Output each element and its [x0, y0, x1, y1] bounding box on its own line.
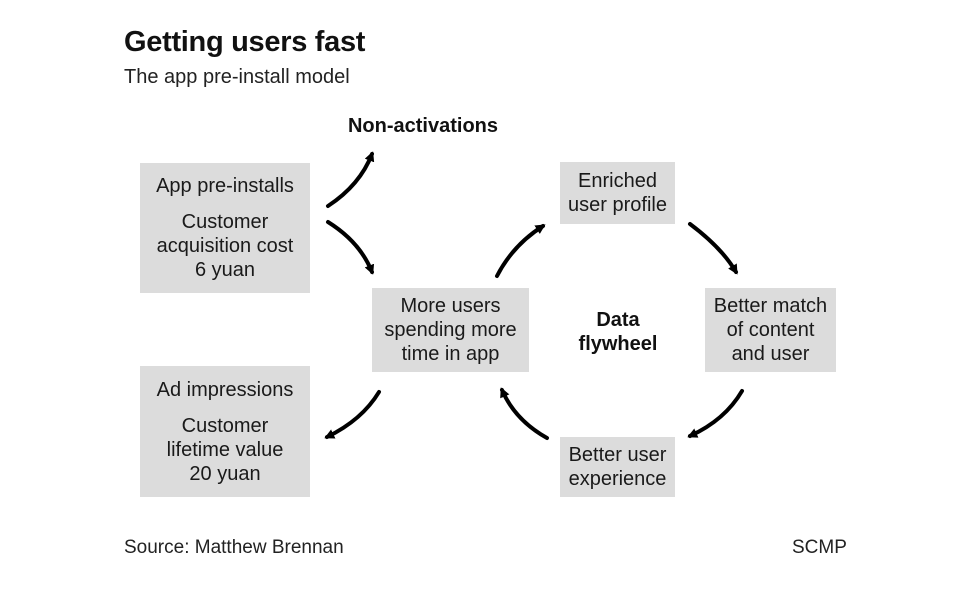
source-note: Source: Matthew Brennan: [124, 537, 344, 558]
more-users-box: More users spending more time in app: [372, 288, 529, 372]
arrow-to-more-users-from-experience: [500, 387, 549, 440]
arrow-to-enriched-profile: [495, 224, 546, 278]
lifetime-value-text: Customer lifetime value 20 yuan: [166, 414, 284, 485]
enriched-profile-text: Enriched user profile: [568, 170, 667, 216]
better-match-box: Better match of content and user: [705, 288, 836, 372]
better-experience-box: Better user experience: [560, 437, 675, 497]
data-flywheel-label: Data flywheel: [578, 309, 658, 355]
arrow-to-ad-impressions: [324, 390, 381, 439]
chart-subtitle: The app pre-install model: [124, 66, 350, 88]
publisher-credit: SCMP: [792, 537, 847, 558]
better-experience-text: Better user experience: [568, 444, 667, 490]
app-pre-installs-heading: App pre-installs: [156, 175, 294, 197]
arrow-to-non-activations: [326, 151, 375, 208]
chart-title: Getting users fast: [124, 26, 366, 58]
non-activations-label: Non-activations: [347, 115, 499, 137]
more-users-text: More users spending more time in app: [384, 295, 517, 365]
arrow-to-more-users: [326, 220, 375, 275]
ad-impressions-heading: Ad impressions: [156, 378, 294, 401]
arrow-to-better-experience: [687, 389, 744, 438]
enriched-profile-box: Enriched user profile: [560, 162, 675, 224]
arrow-to-better-match: [688, 222, 738, 275]
better-match-text: Better match of content and user: [713, 295, 828, 365]
ad-impressions-box: Ad impressions Customer lifetime value 2…: [140, 366, 310, 497]
app-pre-installs-box: App pre-installs Customer acquisition co…: [140, 163, 310, 293]
acquisition-cost-text: Customer acquisition cost 6 yuan: [156, 211, 294, 281]
